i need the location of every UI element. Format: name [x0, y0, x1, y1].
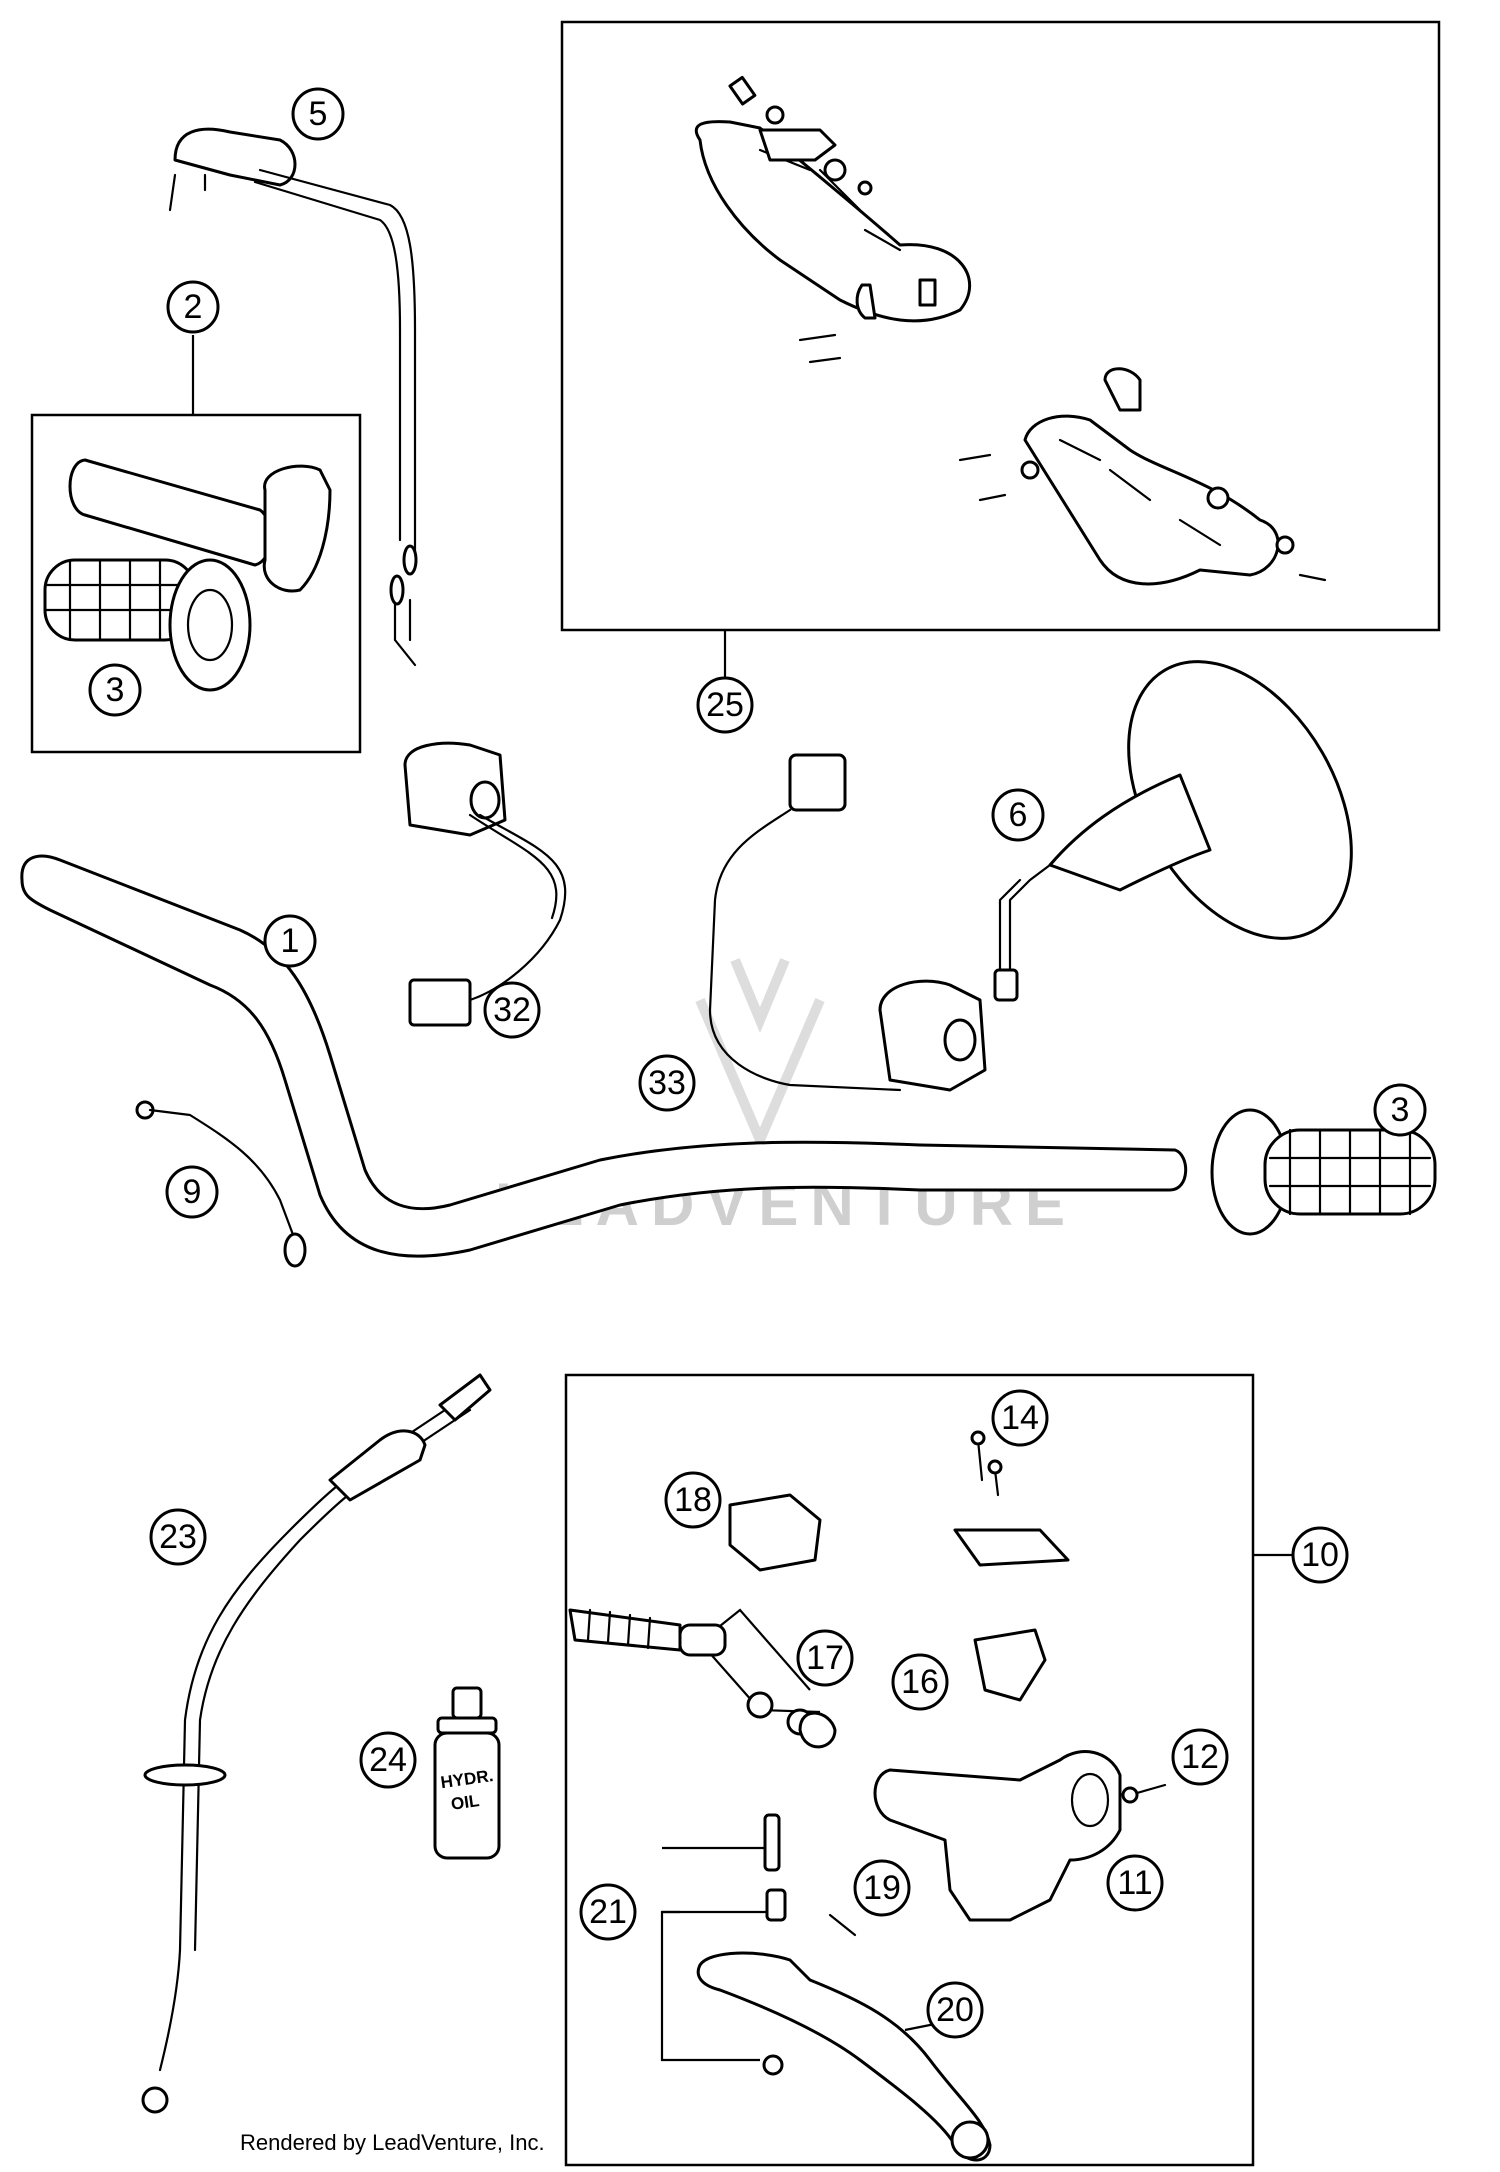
callout-9: 9: [165, 1165, 219, 1219]
callout-25: 25: [696, 676, 754, 734]
handguard-kit: [694, 75, 1327, 586]
svg-text:3: 3: [106, 671, 125, 709]
watermark-logo-icon: [695, 958, 825, 1153]
callout-19: 19: [853, 1859, 911, 1917]
callout-21: 21: [579, 1883, 637, 1941]
svg-text:3: 3: [1391, 1091, 1410, 1129]
throttle-cables: [168, 127, 418, 667]
reservoir-cover: [953, 1528, 1070, 1567]
callout-2: 2: [166, 280, 220, 334]
callout-23: 23: [149, 1508, 207, 1566]
svg-text:32: 32: [493, 991, 531, 1029]
light-switch: [708, 753, 987, 1092]
svg-text:20: 20: [936, 1991, 974, 2029]
throttle-grip-assembly: [43, 458, 332, 692]
svg-text:12: 12: [1181, 1738, 1219, 1776]
svg-text:25: 25: [706, 686, 744, 724]
hydraulic-oil-bottle: HYDR. OIL: [433, 1686, 501, 1860]
callout-3-right: 3: [1373, 1083, 1427, 1137]
callout-18: 18: [664, 1471, 722, 1529]
svg-text:11: 11: [1117, 1864, 1152, 1902]
svg-text:14: 14: [1001, 1399, 1039, 1437]
piston: [678, 1623, 727, 1657]
brake-lever: [696, 1951, 992, 2162]
handle-grip-right: [1210, 1108, 1437, 1236]
handguard-kit-frame: [560, 20, 1441, 632]
handlebar: [20, 854, 1188, 1258]
footer-credit: Rendered by LeadVenture, Inc.: [240, 2130, 545, 2155]
sensor-cable: [135, 1100, 307, 1268]
svg-text:2: 2: [184, 288, 203, 326]
svg-text:19: 19: [863, 1869, 901, 1907]
callout-1: 1: [263, 914, 317, 968]
callout-17: 17: [796, 1629, 854, 1687]
svg-text:6: 6: [1009, 796, 1028, 834]
svg-text:10: 10: [1301, 1536, 1339, 1574]
dust-boot: [798, 1711, 837, 1749]
oil-bottle-label-line2: OIL: [450, 1791, 481, 1814]
callout-6: 6: [991, 788, 1045, 842]
callout-14: 14: [991, 1389, 1049, 1447]
svg-text:1: 1: [281, 922, 300, 960]
mirror: [993, 660, 1353, 1002]
callout-24: 24: [359, 1731, 417, 1789]
svg-text:18: 18: [674, 1481, 712, 1519]
hand-brake-cylinder-parts: [568, 1430, 1167, 2162]
callout-3-left: 3: [88, 663, 142, 717]
bushing: [765, 1888, 787, 1922]
svg-text:9: 9: [183, 1173, 202, 1211]
svg-text:24: 24: [369, 1741, 407, 1779]
nut-21: [762, 2054, 784, 2076]
callout-16: 16: [891, 1653, 949, 1711]
clutch-cable: [141, 1373, 492, 2114]
seal-ring-1: [746, 1691, 774, 1719]
piston-spring: [568, 1608, 682, 1652]
hand-brake-cylinder-frame: [564, 1373, 1255, 2167]
callout-32: 32: [483, 981, 541, 1039]
pin-19: [828, 1913, 857, 1937]
svg-text:5: 5: [309, 95, 328, 133]
master-cylinder: [873, 1750, 1122, 1922]
callout-10: 10: [1291, 1526, 1349, 1584]
callout-20: 20: [926, 1981, 984, 2039]
svg-text:16: 16: [901, 1663, 939, 1701]
clamp-18: [728, 1493, 822, 1572]
svg-text:33: 33: [648, 1064, 686, 1102]
callout-33: 33: [638, 1054, 696, 1112]
kill-switch: [403, 741, 567, 1027]
throttle-grip-kit-frame: [30, 413, 362, 754]
pivot-bolt: [763, 1813, 781, 1872]
svg-text:23: 23: [159, 1518, 197, 1556]
svg-text:21: 21: [589, 1893, 627, 1931]
callout-12: 12: [1171, 1728, 1229, 1786]
svg-text:17: 17: [806, 1639, 844, 1677]
callout-11: 11: [1106, 1854, 1164, 1912]
bracket-16: [973, 1628, 1047, 1702]
callout-5: 5: [291, 87, 345, 141]
